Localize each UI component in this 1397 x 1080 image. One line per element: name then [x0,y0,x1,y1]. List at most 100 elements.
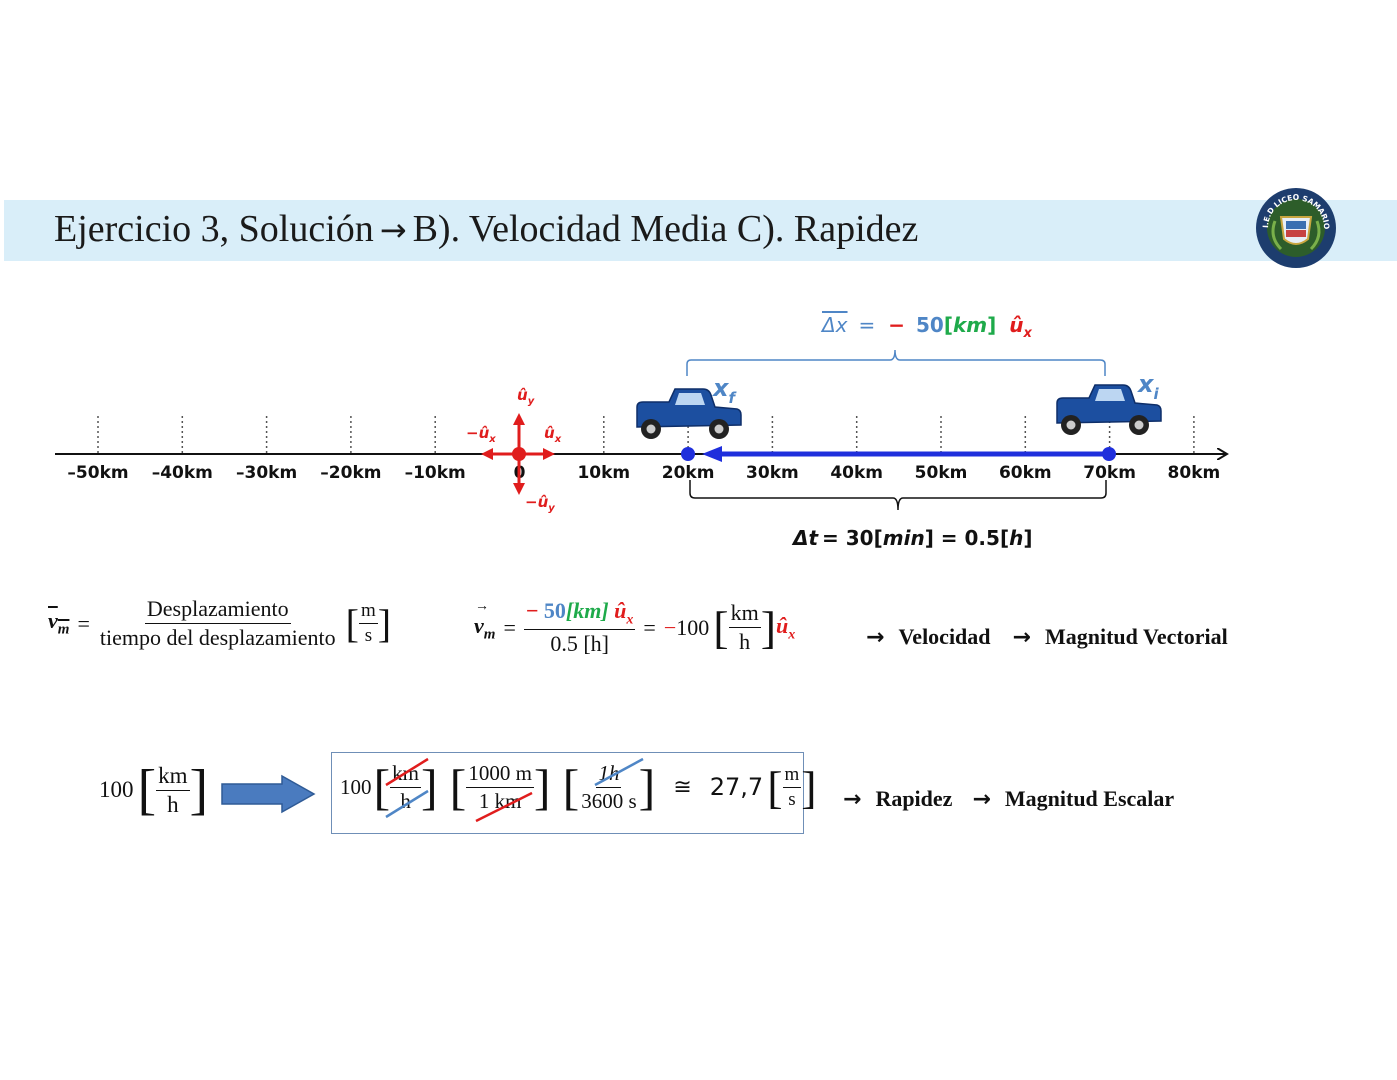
time-h: h [1009,526,1023,550]
arrow-icon: → [1012,625,1031,650]
tick-label: 60km [999,463,1052,483]
calc-num-vec-sub: x [626,612,634,628]
vm-vec-letter: v [474,612,484,638]
svg-text:ûx: ûx [544,424,562,445]
vm-fraction: Desplazamiento tiempo del desplazamiento [98,596,338,651]
displacement-equation: Δx = − 50[km] ûx [820,313,1032,341]
calc-numerator: − 50[km] ûx [523,598,636,631]
ux-label: û [544,424,555,442]
displacement-minus: − [888,313,905,337]
neg-uy-label: −û [525,493,549,511]
school-logo: I.E.D LICEO SAMARIO [1256,188,1336,268]
vm-eq: = [77,610,90,636]
concept-velocidad: Velocidad [898,624,991,649]
unit-vectors-origin [481,413,555,495]
f3-bracket-open-icon: [ [562,759,580,815]
tick-label: 40km [830,463,883,483]
time-text3: ] [1023,526,1032,550]
conversion-box [331,752,804,834]
conv-start-value: 100 [99,777,134,802]
xi-label: x [1137,370,1155,398]
displacement-eq: = [859,313,876,337]
f2-bracket-open-icon: [ [449,759,467,815]
f2-num: 1000 m [466,761,534,788]
conversion-result: 27,7 [709,773,764,801]
tick-label: –40km [152,463,213,483]
vm-numerator: Desplazamiento [144,596,291,624]
calc-result-value: 100 [676,614,710,640]
tick-label: –20km [320,463,381,483]
speed-concepts: →Rapidez→Magnitud Escalar [843,786,1174,812]
bracket-open-icon: [ [345,601,359,646]
calc-num-unit: [km] [565,598,609,623]
displacement-lhs: Δx [820,313,848,337]
cancel-strike-km-icon [475,791,533,822]
concept-magnitud-escalar: Magnitud Escalar [1004,786,1175,811]
time-text2: ] = 0.5[ [925,526,1009,550]
displacement-vec-sub: x [1022,326,1032,341]
tick-label: 50km [915,463,968,483]
svg-text:−ûx: −ûx [466,424,496,445]
calc-denominator: 0.5 [h] [550,631,609,657]
title-arrow-icon: → [379,211,407,249]
time-brace [689,480,1107,511]
calc-bracket-open-icon: [ [713,602,729,654]
conv-start-unit-den: h [167,791,179,817]
displacement-brace [686,349,1106,376]
displacement-unit: km [953,313,987,337]
number-line-diagram: –50km–40km–30km–20km–10km010km20km30km40… [55,313,1397,550]
neg-uy-sub: y [548,503,555,514]
f2-bracket-close-icon: ] [533,759,551,815]
vm-denominator: tiempo del desplazamiento [99,625,336,650]
time-delta: Δt [791,526,819,550]
tick-label: 10km [577,463,630,483]
truck-initial-icon [1056,384,1162,435]
xf-sub: f [728,389,737,407]
time-min: min [883,526,925,550]
uy-label: û [517,386,528,404]
calc-eq1: = [503,614,516,640]
calc-unit-den: h [739,629,751,655]
neg-ux-sub: x [488,434,496,445]
vm-v: v [48,608,58,634]
f1-bracket-close-icon: ] [421,759,438,815]
cancel-strike-h-icon [594,757,644,786]
vm-unit-den: s [364,625,373,646]
tick-label: –30km [236,463,297,483]
calc-eq2: = [643,614,656,640]
concept-rapidez: Rapidez [875,786,953,811]
vm-unit-num: m [359,600,378,624]
svg-text:ûy: ûy [517,386,535,407]
ux-sub: x [554,434,562,445]
result-unit-num: m [782,764,802,788]
calc-result-vec-letter: û [776,612,789,638]
velocity-concepts: →Velocidad→Magnitud Vectorial [866,624,1228,650]
final-position-dot [681,447,695,461]
arrow-icon: → [972,787,991,812]
cancel-strikes-icon [385,757,429,818]
vm-vec-sub: m [483,625,496,642]
calc-result-vec-sub: x [788,626,796,642]
displacement-arrowhead-icon [702,446,722,462]
f1-den: h [400,788,411,813]
displacement-value: 50 [916,313,944,337]
truck-final-icon [636,388,742,439]
vm-vector-symbol: v→m [474,599,496,643]
tick-label: –50km [67,463,128,483]
calc-num-minus: − [525,598,539,623]
svg-text:xf: xf [712,374,737,407]
calc-bracket-close-icon: ] [760,602,777,654]
calc-unit-num: km [728,600,761,629]
f1-bracket-open-icon: [ [373,759,391,815]
f3-bracket-close-icon: ] [638,759,656,815]
tick-label: 20km [662,463,715,483]
concept-magnitud-vectorial: Magnitud Vectorial [1044,624,1228,649]
f3-den: 3600 s [581,788,637,813]
time-interval-equation: Δt= 30[min] = 0.5[h] [791,526,1032,550]
